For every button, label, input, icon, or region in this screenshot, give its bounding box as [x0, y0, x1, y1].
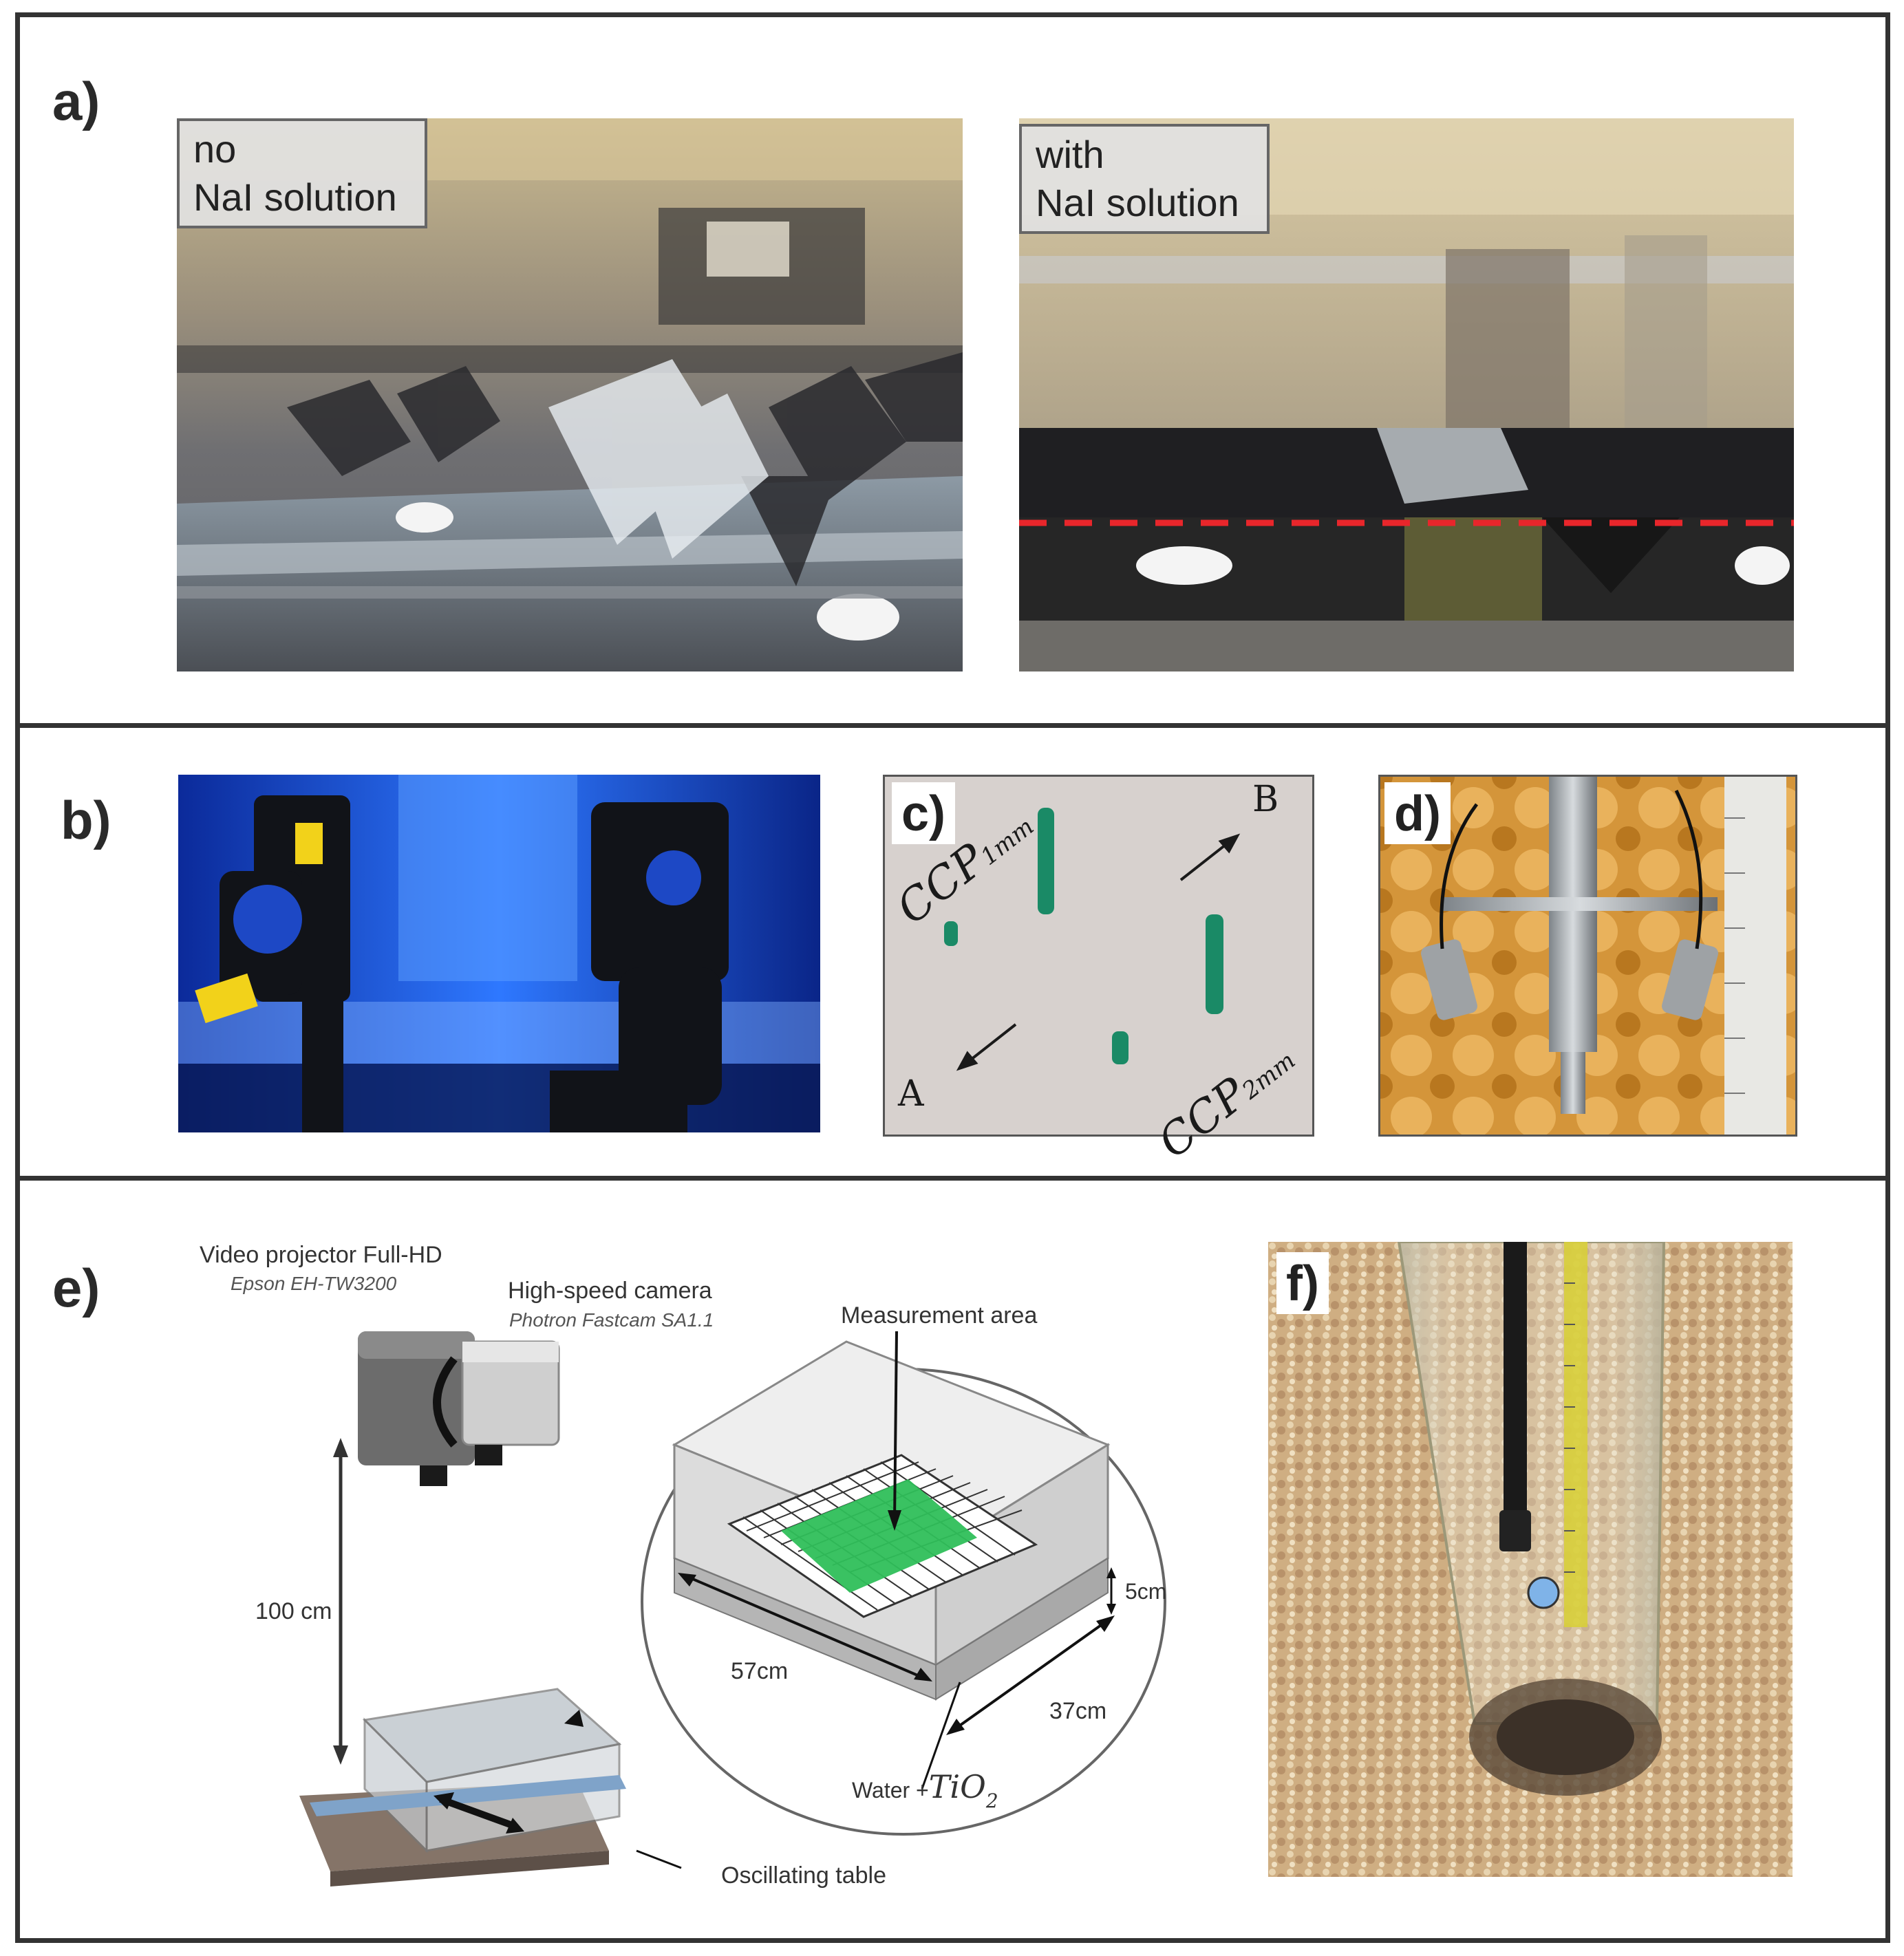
oscillating-table-setup: [299, 1688, 682, 1887]
projector-model: Epson EH-TW3200: [231, 1273, 397, 1294]
length-arrow: [684, 1574, 926, 1680]
direction-label-a: A: [898, 1073, 924, 1115]
photo-a-left-image: [177, 118, 963, 671]
projector-title: Video projector Full-HD: [200, 1242, 442, 1268]
ccp-pins: [944, 808, 1223, 1064]
video-projector-icon: [358, 1331, 475, 1486]
tag-with-solution-line2: NaI solution: [1036, 181, 1239, 224]
photo-a-no-solution: [177, 118, 963, 671]
width-label: 37cm: [1049, 1698, 1107, 1724]
tag-no-solution-line1: no: [193, 127, 237, 171]
photo-b-cameras: [178, 775, 820, 1132]
distance-label: 100 cm: [255, 1598, 332, 1624]
tag-no-solution-line2: NaI solution: [193, 175, 397, 219]
fluid-sub: 2: [985, 1790, 998, 1812]
width-arrow: [952, 1619, 1109, 1732]
panel-c-letter: c): [892, 782, 956, 844]
panel-a-letter: a): [52, 71, 100, 131]
depth-label: 5cm: [1125, 1579, 1167, 1604]
tag-with-solution-line1: with: [1036, 133, 1104, 176]
photo-f-image: [1268, 1242, 1793, 1877]
camera-title: High-speed camera: [508, 1278, 712, 1304]
photo-d-image: [1380, 777, 1795, 1135]
fluid-prefix: Water +: [852, 1778, 929, 1803]
fluid-tio: TiO: [928, 1768, 986, 1805]
panel-f-letter: f): [1276, 1252, 1329, 1314]
tank-detail: [672, 1331, 1116, 1790]
panel-b-letter: b): [61, 790, 111, 850]
photo-d-probe: [1378, 775, 1797, 1137]
oscillating-table-label: Oscillating table: [721, 1862, 887, 1889]
camera-model: Photron Fastcam SA1.1: [509, 1309, 714, 1331]
measurement-area-label: Measurement area: [841, 1302, 1038, 1329]
photo-f-tube: [1268, 1242, 1793, 1877]
photo-c-sediment: [883, 775, 1314, 1137]
fluid-label: Water +TiO2: [852, 1768, 998, 1812]
photo-b-image: [178, 775, 820, 1132]
length-label: 57cm: [731, 1658, 789, 1684]
panel-e-letter: e): [52, 1258, 100, 1318]
photo-a-with-solution: [1019, 118, 1794, 671]
measurement-area-patch: [781, 1479, 977, 1593]
tag-no-solution: no NaI solution: [177, 118, 427, 228]
panel-d-letter: d): [1384, 782, 1451, 844]
tag-with-solution: with NaI solution: [1019, 124, 1270, 234]
row-ef-frame: [15, 1176, 1890, 1943]
photo-c-image: [885, 777, 1312, 1135]
photo-a-right-image: [1019, 118, 1794, 671]
high-speed-camera-icon: [461, 1340, 560, 1465]
direction-label-b: B: [1252, 779, 1279, 820]
